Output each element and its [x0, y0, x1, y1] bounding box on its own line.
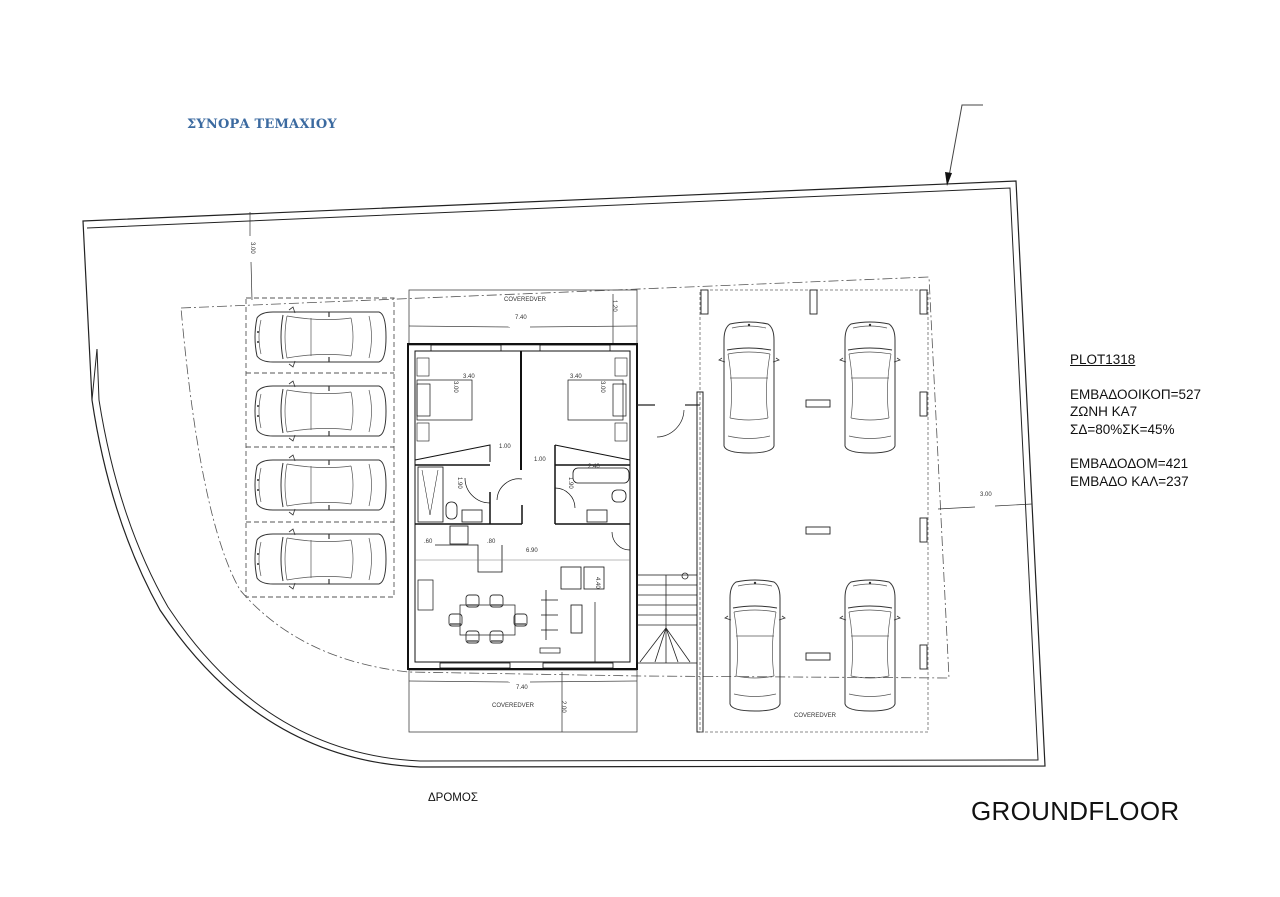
- top-covered-label: COVEREDVER: [504, 297, 547, 303]
- dim-bath1-depth: 1.90: [456, 477, 462, 489]
- dim-top-depth: 1.20: [611, 300, 617, 312]
- built-area: ΕΜΒΑΔΟΔΟΜ=421: [1070, 456, 1189, 471]
- boundary-label: ΣΥΝΟΡΑ ΤΕΜΑΧΙΟΥ: [187, 117, 337, 132]
- dim-living-width: 6.90: [526, 548, 538, 554]
- dim-top-width: 7.40: [515, 315, 527, 321]
- parking-covered-label: COVEREDVER: [794, 713, 837, 719]
- plot-number: PLOT1318: [1070, 352, 1136, 367]
- right-covered-parking: [699, 289, 929, 733]
- dim-left-setback: 3.00: [249, 242, 255, 254]
- dim-bedroom2-depth: 3.00: [599, 381, 605, 393]
- dim-bedroom2-width: 3.40: [570, 374, 582, 380]
- plot-boundary: [82, 180, 1046, 768]
- dim-bedroom1-width: 3.40: [463, 374, 475, 380]
- dim-living-depth: 4.40: [594, 577, 600, 589]
- covered-area: ΕΜΒΑΔΟ ΚΑΛ=237: [1070, 473, 1189, 489]
- boundary-leader-arrow: [945, 104, 983, 186]
- right-setback-dim: [937, 503, 1033, 510]
- stairs: [636, 391, 704, 733]
- setback-line: [180, 276, 950, 679]
- zone: ΖΩΝΗ ΚΑ7: [1070, 404, 1138, 419]
- dim-bottom-width: 7.40: [516, 685, 528, 691]
- house-footprint: [407, 343, 638, 670]
- dim-bedroom1-depth: 3.00: [452, 381, 458, 393]
- dim-kitchen-a: .60: [424, 539, 433, 545]
- bottom-covered-label: COVEREDVER: [492, 703, 535, 709]
- road-label: ΔΡΟΜΟΣ: [428, 792, 478, 804]
- drawing-title: GROUNDFLOOR: [971, 796, 1180, 826]
- left-setback-dim: [249, 212, 253, 301]
- dim-corridor1: 1.00: [499, 444, 511, 450]
- dim-kitchen-b: .80: [487, 539, 496, 545]
- dim-bath2-depth: 1.90: [567, 477, 573, 489]
- building-ratios: ΣΔ=80%ΣΚ=45%: [1070, 421, 1175, 437]
- plot-info-block: PLOT1318 ΕΜΒΑΔΟΟΙΚΟΠ=527 ΖΩΝΗ ΚΑ7 ΣΔ=80%…: [1070, 351, 1201, 490]
- dim-bottom-depth: 2.00: [560, 701, 566, 713]
- dim-bath2-width: 2.40: [588, 464, 600, 470]
- bottom-covered-verandah: [408, 669, 638, 733]
- plot-area: ΕΜΒΑΔΟΟΙΚΟΠ=527: [1070, 386, 1201, 402]
- dim-corridor2: 1.00: [534, 457, 546, 463]
- dim-right-setback: 3.00: [980, 492, 992, 498]
- left-parking-area: [245, 297, 395, 598]
